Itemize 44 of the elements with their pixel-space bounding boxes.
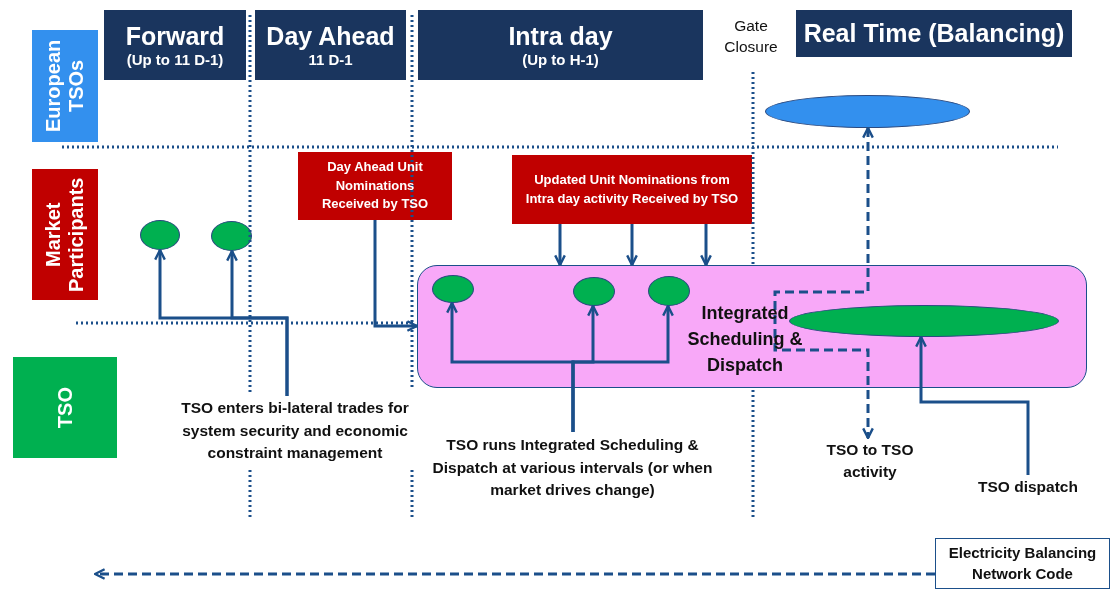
annotation-text: TSO to TSO activity <box>820 438 920 484</box>
arrow <box>226 249 289 396</box>
nomination-box <box>512 155 752 224</box>
annotation-text: TSO runs Integrated Scheduling & Dispatch at various intervals (or when market drives change) <box>430 432 715 504</box>
oval-marker <box>573 277 615 306</box>
oval-marker <box>211 221 252 251</box>
annotation-text: TSO dispatch <box>960 475 1096 499</box>
arrow <box>554 224 566 267</box>
phase-title: Intra day <box>508 22 613 51</box>
box-text: Day Ahead Unit Nominations Received by TSO <box>320 157 430 214</box>
arrow <box>373 220 419 332</box>
oval-marker <box>140 220 180 250</box>
arrow <box>626 224 638 267</box>
phase-subtitle: (Up to H-1) <box>522 51 599 68</box>
lane-title: European TSOs <box>42 38 88 135</box>
reference-box <box>935 538 1110 589</box>
process-box <box>417 265 1087 388</box>
arrow <box>915 335 1030 475</box>
milestone-label: Gate Closure <box>723 16 779 57</box>
phase-title: Forward <box>125 22 225 51</box>
box-text: Updated Unit Nominations from Intra day activity Received by TSO <box>524 170 740 208</box>
nomination-box <box>298 152 452 220</box>
phase-title: Real Time (Balancing) <box>803 19 1065 48</box>
oval-marker <box>432 275 474 303</box>
phase-header <box>418 10 703 80</box>
reference-text: Electricity Balancing Network Code <box>947 543 1098 584</box>
arrow <box>700 224 712 267</box>
process-title: Integrated Scheduling & Dispatch <box>686 302 804 378</box>
phase-header <box>255 10 406 80</box>
phase-title: Day Ahead <box>266 22 395 51</box>
lane-title: TSO <box>53 386 77 429</box>
annotation-text: TSO enters bi-lateral trades for system security and economic constraint management <box>170 396 420 466</box>
lane-label <box>32 169 98 300</box>
lane-label <box>13 357 117 458</box>
oval-marker <box>648 276 690 306</box>
arrow <box>571 304 674 432</box>
dashed-arrow <box>773 126 874 440</box>
phase-header <box>104 10 246 80</box>
lane-label <box>32 30 98 142</box>
lane-title: Market Participants <box>42 176 88 294</box>
phase-header <box>796 10 1072 57</box>
phase-subtitle: 11 D-1 <box>308 51 353 68</box>
dashed-arrow <box>93 568 935 580</box>
phase-subtitle: (Up to 11 D-1) <box>126 51 224 68</box>
